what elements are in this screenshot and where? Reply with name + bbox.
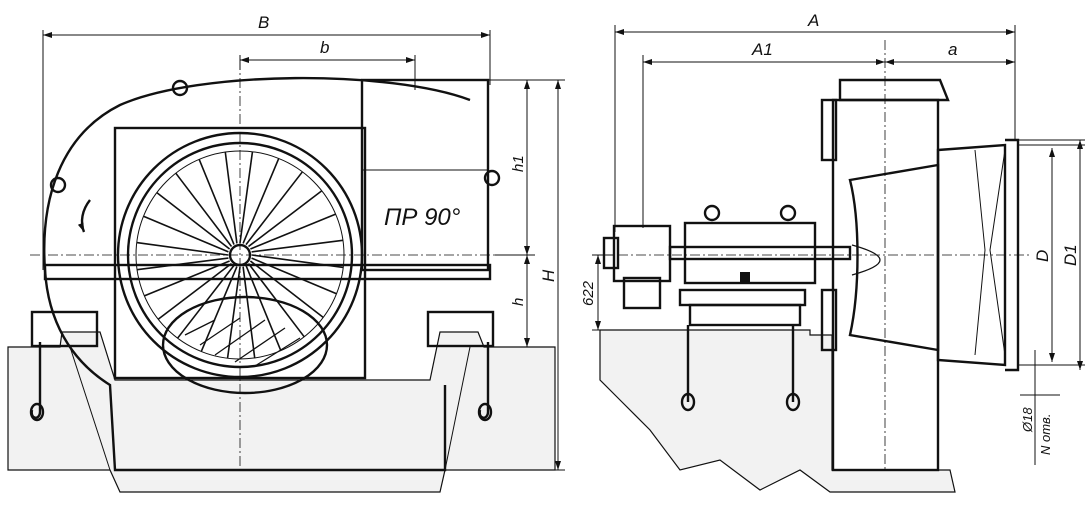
impeller-blade <box>156 191 231 250</box>
lifting-lug-icon <box>171 79 189 97</box>
impeller-blade <box>251 254 344 269</box>
impeller-blade <box>245 171 304 246</box>
outlet-duct <box>360 78 490 272</box>
impeller-blade <box>251 239 344 253</box>
dim-A-label: A <box>807 11 819 30</box>
impeller-blade <box>144 260 230 297</box>
left-foot <box>30 310 99 348</box>
impeller-blade <box>157 262 232 320</box>
bearing-housing <box>683 221 817 285</box>
impeller-blade <box>251 257 337 295</box>
hole-count-label: N отв. <box>1038 414 1053 455</box>
fan-scroll-casing <box>43 76 471 472</box>
side-foundation <box>599 329 956 493</box>
front-foundation <box>7 331 556 493</box>
coupling <box>612 224 672 283</box>
inlet-cone <box>161 295 329 395</box>
impeller-blade <box>239 151 254 244</box>
right-foot <box>426 310 495 348</box>
casing-side <box>831 98 940 472</box>
impeller-blade <box>249 260 324 319</box>
impeller-blade <box>175 172 233 247</box>
rotation-arrow-icon <box>77 199 91 233</box>
impeller-blade <box>245 265 282 351</box>
side-view: A A1 a 622 D D1 Ø18 N отв. <box>580 11 1085 493</box>
lifting-lug-icon <box>49 176 67 194</box>
front-view: B b ПР 90° h1 h H <box>7 13 565 493</box>
hole-diameter-label: Ø18 <box>1020 407 1035 433</box>
impeller-blade <box>224 151 238 244</box>
impeller-blade <box>136 241 229 256</box>
dim-B-label: B <box>258 13 269 32</box>
dim-a-label: a <box>948 40 957 59</box>
impeller-blade <box>250 213 336 250</box>
dim-D1-label: D1 <box>1061 244 1080 266</box>
dim-h-label: h <box>510 298 527 306</box>
impeller-blade <box>198 159 235 245</box>
shaft <box>668 245 852 261</box>
rotation-designation: ПР 90° <box>384 204 461 231</box>
impeller-blade <box>242 158 280 244</box>
dim-H-label: H <box>539 269 558 282</box>
impeller-blade <box>200 266 238 352</box>
impeller-blade <box>226 266 241 359</box>
dim-A1-label: A1 <box>751 40 773 59</box>
dim-h1-label: h1 <box>510 155 527 172</box>
support-rail <box>43 263 492 281</box>
inlet-nozzle <box>936 143 1007 367</box>
dim-b-label: b <box>320 38 329 57</box>
lifting-lug-icon <box>483 169 501 187</box>
dim-D-label: D <box>1033 250 1052 262</box>
impeller-blade <box>136 257 229 271</box>
dim-622-label: 622 <box>580 280 597 306</box>
impeller-blade <box>143 215 229 253</box>
impeller-blade <box>242 266 256 359</box>
impeller-blade <box>248 190 323 248</box>
impeller-side-profile <box>848 163 940 352</box>
